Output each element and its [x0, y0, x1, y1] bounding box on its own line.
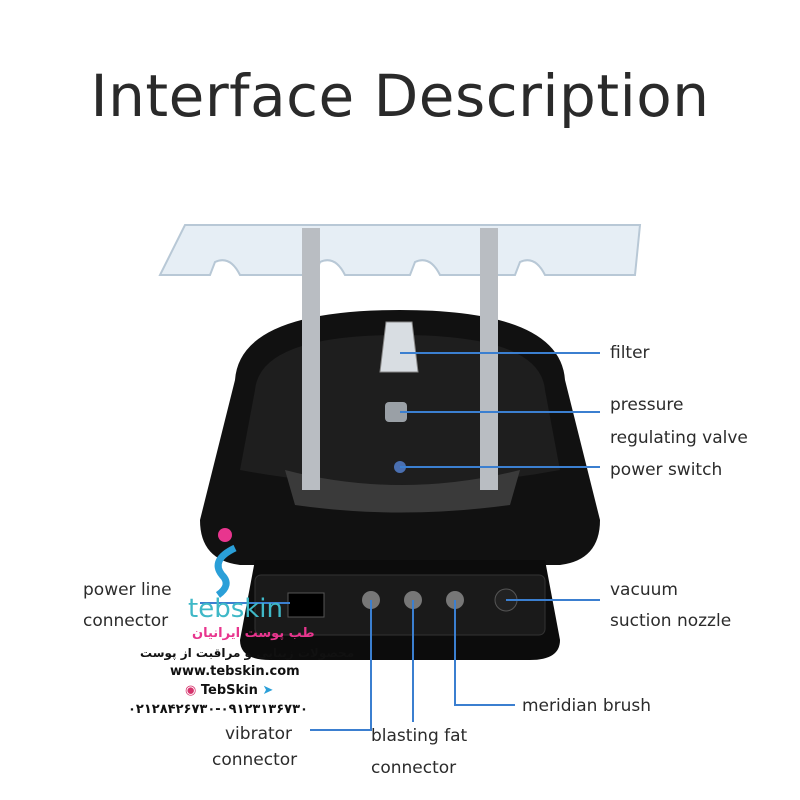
watermark-url: www.tebskin.com — [170, 664, 300, 679]
label-vibrator-connector: connector — [212, 750, 298, 770]
watermark-slogan: محصولات زیبایی و مراقبت از پوست — [140, 646, 355, 660]
label-blasting-fat: blasting fat — [371, 726, 468, 746]
filter-part — [379, 321, 419, 373]
label-blasting-connector: connector — [371, 758, 457, 778]
telegram-icon: ➤ — [262, 683, 274, 698]
label-vibrator: vibrator — [225, 724, 293, 744]
label-power-line-connector: connector — [83, 611, 169, 631]
watermark-handle-text: TebSkin — [200, 683, 258, 698]
label-suction-nozzle: suction nozzle — [610, 611, 732, 631]
holder-rack — [158, 224, 642, 276]
watermark-phones: ۰۲۱۲۸۴۲۶۷۳۰-۰۹۱۲۳۱۳۶۷۳۰ — [128, 702, 308, 717]
label-pressure: pressure — [610, 395, 684, 415]
watermark-tagline: طب پوست ایرانیان — [192, 626, 315, 641]
power-socket — [287, 592, 325, 618]
valve-part — [385, 402, 407, 422]
chrome-trim — [285, 470, 520, 513]
label-power-switch: power switch — [610, 460, 723, 480]
label-power-line: power line — [83, 580, 172, 600]
label-regulating-valve: regulating valve — [610, 428, 748, 448]
front-panel — [254, 574, 546, 636]
watermark-brand: tebskin — [188, 594, 283, 624]
rack-pole-right — [480, 228, 498, 490]
page-title: Interface Description — [90, 62, 710, 130]
label-filter: filter — [610, 343, 650, 363]
watermark-handle: ◉ TebSkin ➤ — [185, 683, 273, 699]
label-meridian-brush: meridian brush — [522, 696, 652, 716]
label-vacuum: vacuum — [610, 580, 678, 600]
leader-lines — [200, 352, 600, 731]
instagram-icon: ◉ — [185, 683, 197, 698]
rack-pole-left — [302, 228, 320, 490]
